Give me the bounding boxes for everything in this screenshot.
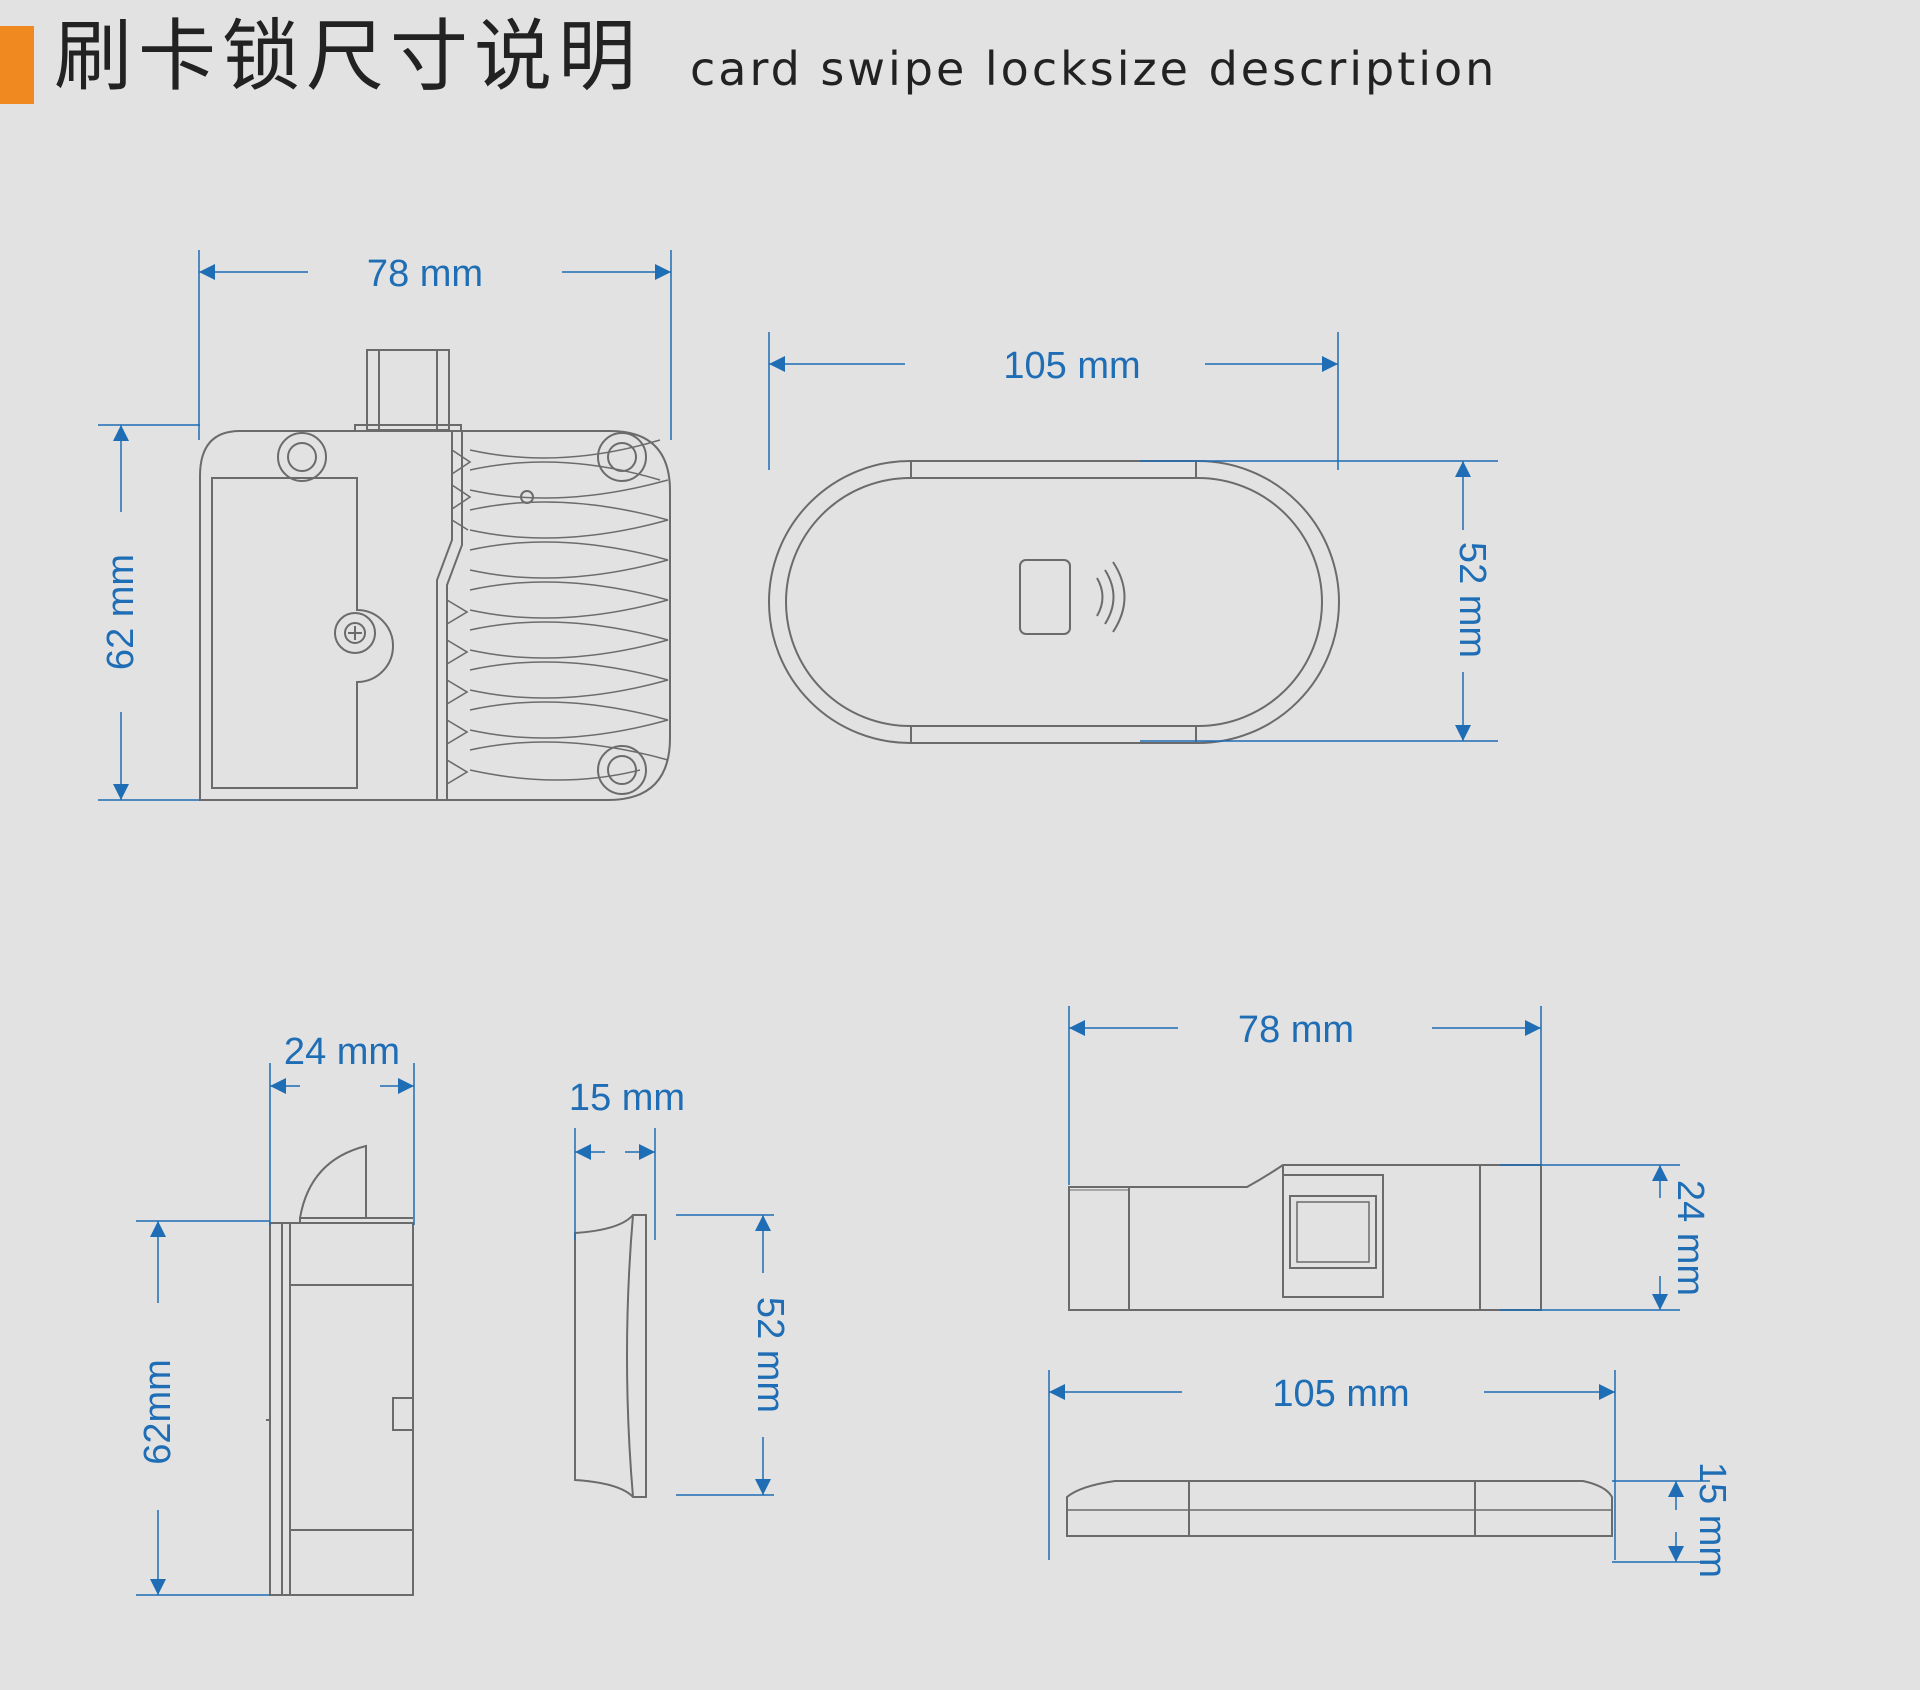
side-view-lock-dimensions: [136, 1063, 415, 1596]
rfid-card-icon: [1019, 559, 1126, 635]
page-header: 刷卡锁尺寸说明 card swipe locksize description: [0, 0, 1920, 120]
top-view-reader: [1066, 1480, 1613, 1537]
back-view-width-label: 78 mm: [366, 253, 484, 295]
accent-bar: [0, 26, 34, 104]
front-view-dimensions: [768, 332, 1498, 742]
front-view-height-label: 52 mm: [1451, 541, 1493, 659]
top-view-lock: [1068, 1164, 1542, 1311]
page-title-chinese: 刷卡锁尺寸说明: [54, 12, 643, 102]
side-view-reader: [574, 1214, 647, 1498]
front-view-reader: [768, 460, 1340, 744]
page-title-english: card swipe locksize description: [690, 42, 1498, 96]
back-view-dimensions: [98, 250, 672, 801]
side-view-reader-dimensions: [574, 1128, 774, 1496]
side-view-lock-height-label: 62mm: [137, 1359, 179, 1465]
back-view-lock: [199, 349, 671, 801]
top-view-lock-height-label: 24 mm: [1669, 1179, 1711, 1297]
top-view-reader-height-label: 15 mm: [1691, 1461, 1733, 1579]
side-view-lock-width-label: 24 mm: [283, 1031, 401, 1073]
top-view-reader-width-label: 105 mm: [1272, 1373, 1410, 1415]
side-view-lock: [266, 1144, 414, 1596]
top-view-lock-dimensions: [1068, 1006, 1680, 1311]
top-view-reader-dimensions: [1048, 1370, 1710, 1563]
side-view-reader-height-label: 52 mm: [749, 1296, 791, 1414]
side-view-reader-width-label: 15 mm: [568, 1077, 686, 1119]
top-view-lock-width-label: 78 mm: [1237, 1009, 1355, 1051]
back-view-height-label: 62 mm: [100, 553, 142, 671]
front-view-width-label: 105 mm: [1003, 345, 1141, 387]
